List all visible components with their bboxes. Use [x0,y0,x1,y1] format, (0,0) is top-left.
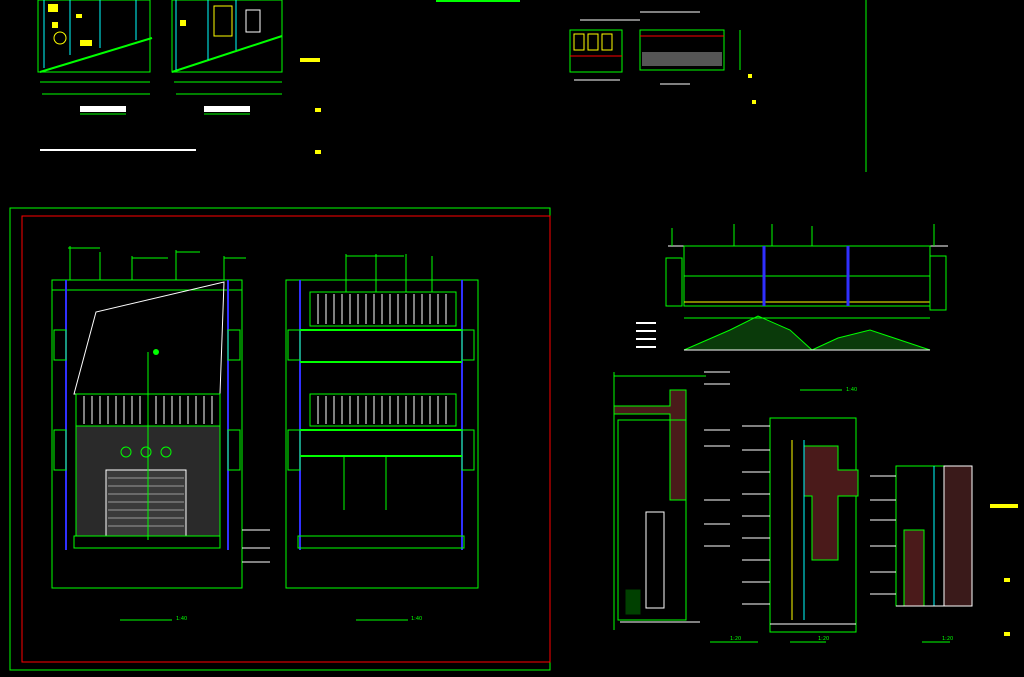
section-3: 1:20 [870,465,1018,643]
elevation-sheet-frame [9,207,551,671]
wall-section-scale: 1:40 [846,387,857,393]
section-2-scale: 1:20 [818,636,829,642]
elevation-b-scale: 1:40 [411,616,422,622]
elevation-a: 1:40 [51,246,270,622]
section-1: 1:20 [613,371,758,643]
section-3-scale: 1:20 [942,636,953,642]
plan-fragment-right [171,0,321,154]
elevation-a-scale: 1:40 [176,616,187,622]
elevation-b: 1:40 [285,254,479,622]
plan-fragment-left [37,0,153,115]
section-2: 1:20 [742,417,859,643]
top-right-detail [569,0,867,172]
wall-section: 1:40 [636,224,948,393]
section-1-scale: 1:20 [730,636,741,642]
